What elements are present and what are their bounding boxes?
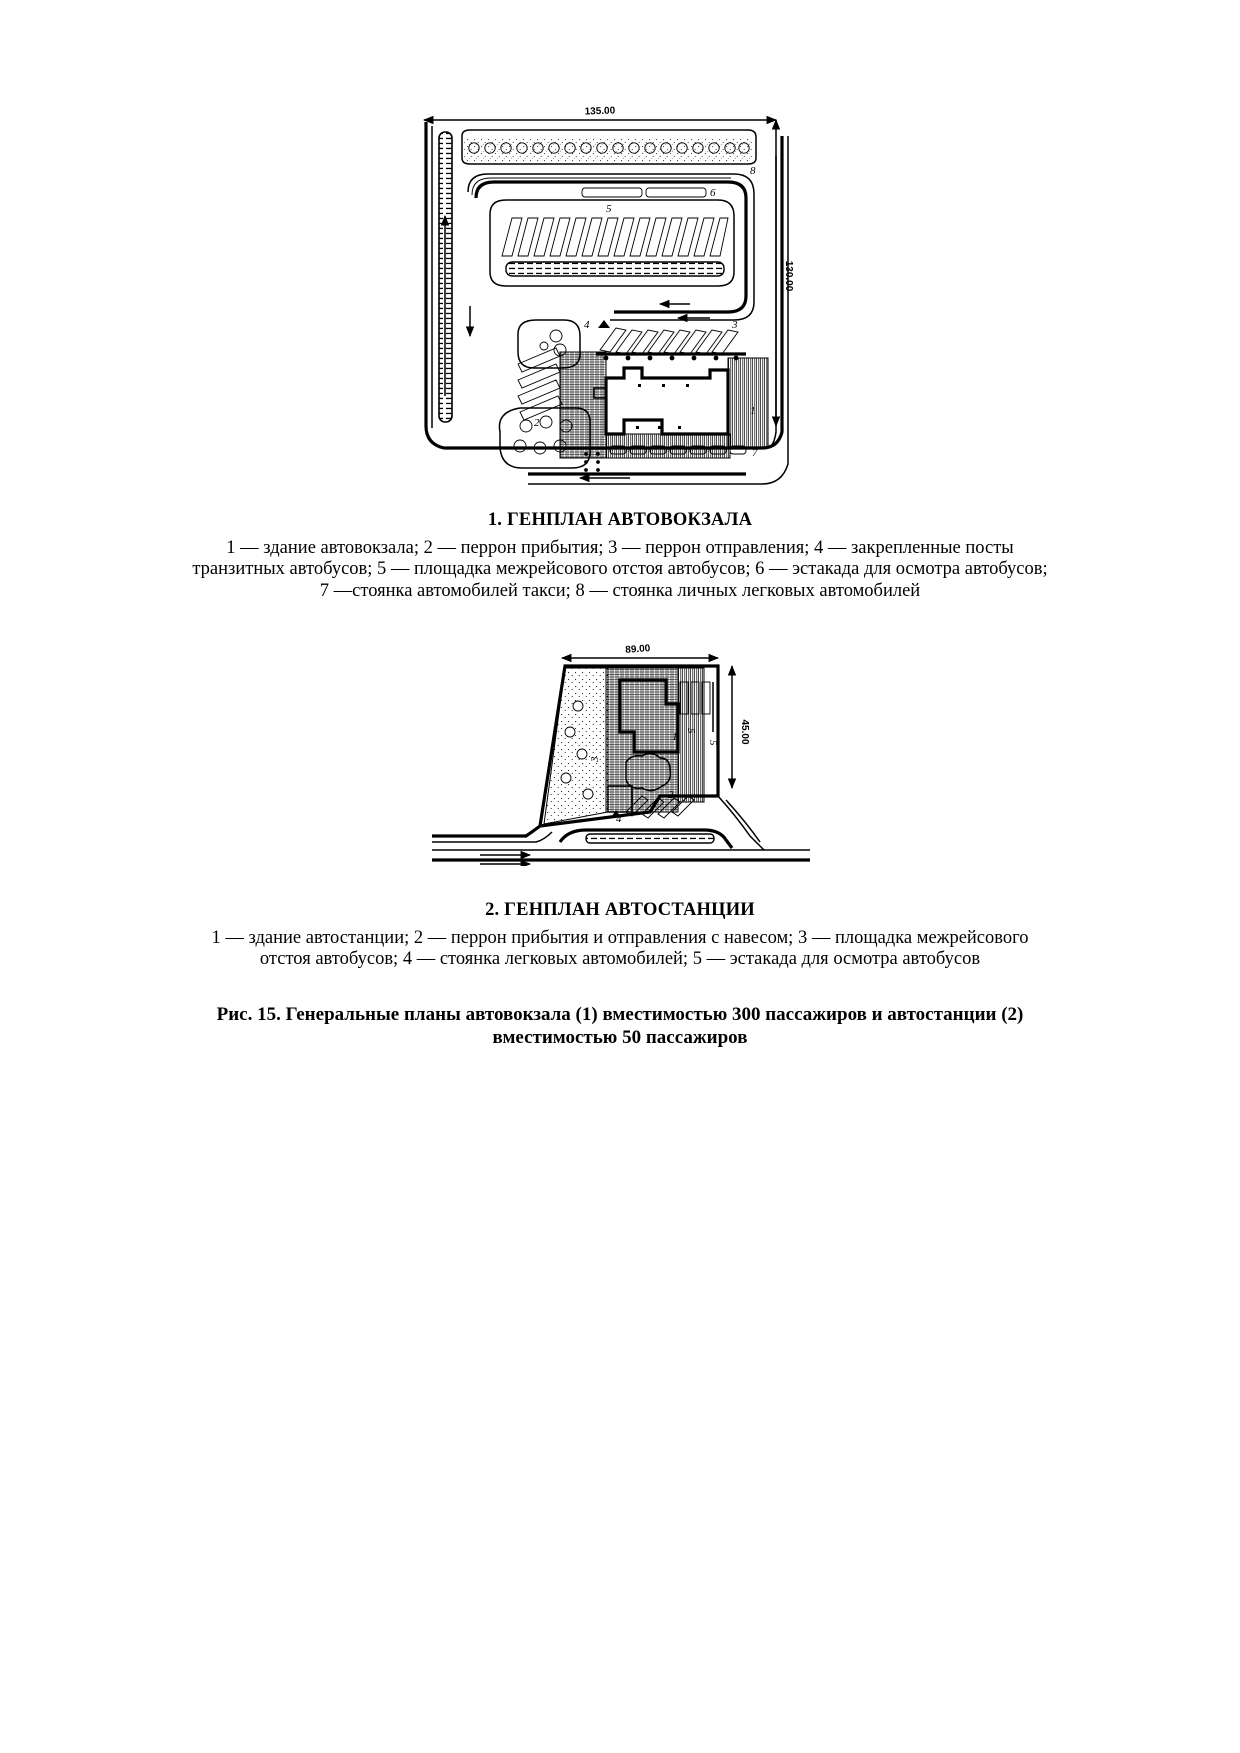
paved-plaza <box>559 351 769 459</box>
bus-layover-area-5: 5 <box>489 199 735 287</box>
departure-platform-3: 3 4 <box>584 319 746 361</box>
parked-car-circles <box>468 142 750 154</box>
figure-2-title: 2. ГЕНПЛАН АВТОСТАНЦИИ <box>485 900 755 920</box>
plan-label-5-second: 5 <box>707 740 719 746</box>
parking-personal-cars-8: 8 <box>461 129 757 177</box>
main-highway <box>432 795 810 866</box>
station-access-road <box>432 824 734 849</box>
station-paving-right <box>677 667 705 803</box>
figure-2-legend-line-1: 1 — здание автостанции; 2 — перрон прибы… <box>211 928 1029 948</box>
plan-label-4: 4 <box>616 813 622 825</box>
figure-1-legend-line-1: 1 — здание автовокзала; 2 — перрон прибы… <box>226 538 1014 558</box>
station-building-1: 1 <box>618 678 680 754</box>
terminal-building-1: 1 <box>593 366 756 436</box>
plan-label-1: 1 <box>672 731 678 743</box>
exit-roads <box>528 136 789 485</box>
plan-label-3: 3 <box>589 756 601 763</box>
pedestrian-crossing-dots <box>584 452 600 472</box>
traffic-direction-arrows <box>465 299 710 338</box>
figure-2-legend-line-2: отстоя автобусов; 4 — стоянка легковых а… <box>259 949 981 970</box>
site-boundary-left <box>424 122 762 450</box>
figure-2-bus-station-site-plan: 89.00 45.00 <box>0 636 1240 886</box>
figure-caption-line-2: вместимостью 50 пассажиров <box>492 1027 748 1049</box>
figure-1-title: 1. ГЕНПЛАН АВТОВОКЗАЛА <box>487 510 753 530</box>
figure-caption: Рис. 15. Генеральные планы автовокзала (… <box>155 1003 1085 1049</box>
dimension-width-89: 89.00 <box>560 643 720 663</box>
plan-label-8: 8 <box>750 165 756 177</box>
plan-label-2: 2 <box>668 789 674 801</box>
figure-1-legend-line-2: транзитных автобусов; 5 — площадка межре… <box>192 559 1048 580</box>
plan-label-1: 1 <box>750 405 756 417</box>
dimension-height-130: 130.00 <box>771 118 794 428</box>
inspection-ramp-6: 6 <box>581 187 716 199</box>
dimension-label-width: 135.00 <box>584 105 615 117</box>
figure-1-legend: 1 — здание автовокзала; 2 — перрон прибы… <box>150 538 1090 602</box>
figure-1-drawing: 135.00 130.00 <box>422 105 794 485</box>
station-plaza <box>605 667 679 813</box>
platform-with-canopy-2: 2 <box>625 752 674 801</box>
figure-1-legend-line-3: 7 —стоянка автомобилей такси; 8 — стоянк… <box>319 580 921 601</box>
dimension-width-135: 135.00 <box>422 105 778 125</box>
car-parking-4: 4 <box>612 795 695 825</box>
dimension-label-width: 89.00 <box>625 643 651 656</box>
plan-label-3: 3 <box>731 319 738 331</box>
plan-label-7: 7 <box>752 447 758 459</box>
figure-caption-line-1: Рис. 15. Генеральные планы автовокзала (… <box>216 1004 1024 1025</box>
plan-label-4-marker <box>598 320 610 328</box>
plan-label-2: 2 <box>534 417 540 429</box>
external-approach-road <box>438 131 453 423</box>
plan-label-5: 5 <box>685 728 697 734</box>
figure-2-legend: 1 — здание автостанции; 2 — перрон прибы… <box>150 928 1090 971</box>
plan-label-4: 4 <box>584 319 590 331</box>
figure-2-drawing: 89.00 45.00 <box>432 643 810 866</box>
layover-area-3: 3 <box>589 756 633 813</box>
dimension-label-height: 45.00 <box>739 719 750 744</box>
station-trees <box>560 700 594 800</box>
figure-1-bus-terminal-site-plan: 135.00 130.00 <box>0 96 1240 496</box>
inspection-ramp-5: 5 5 <box>679 681 719 746</box>
plan-label-5: 5 <box>606 203 612 215</box>
internal-ring-road <box>467 173 755 321</box>
dimension-height-45: 45.00 <box>727 664 750 790</box>
arrival-platform-2: 2 <box>517 347 563 429</box>
taxi-stand-7: 7 <box>584 445 758 472</box>
plan-label-6: 6 <box>710 187 716 199</box>
angled-bus-stalls <box>501 217 729 257</box>
